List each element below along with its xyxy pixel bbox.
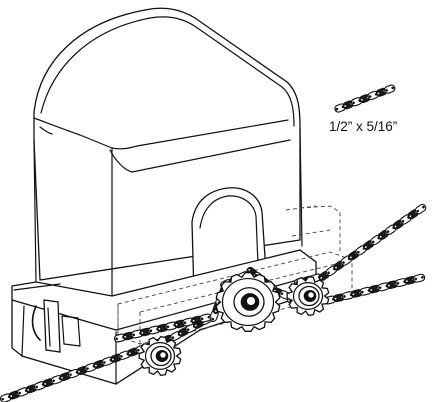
sprocket-ring [292, 282, 324, 310]
chain-upper-right-link [414, 203, 427, 215]
sprocket-bore-highlight [308, 292, 314, 298]
sprocket-ring [221, 277, 275, 327]
drive-sprocket [215, 272, 281, 332]
sprocket-ring [144, 342, 176, 370]
chain-lower-right-link [377, 282, 390, 292]
sprocket-bore-highlight [246, 296, 256, 306]
idler-sprocket-right [286, 275, 330, 317]
sprocket-bore-highlight [160, 352, 166, 358]
chain-sample-link [384, 84, 396, 94]
chain-sample [334, 84, 396, 113]
chain-lower-right-link [413, 273, 426, 283]
chain-spec-label: 1/2” x 5/16” [329, 119, 398, 134]
idler-sprocket-left [138, 335, 182, 377]
chain-mid-link [199, 313, 212, 323]
